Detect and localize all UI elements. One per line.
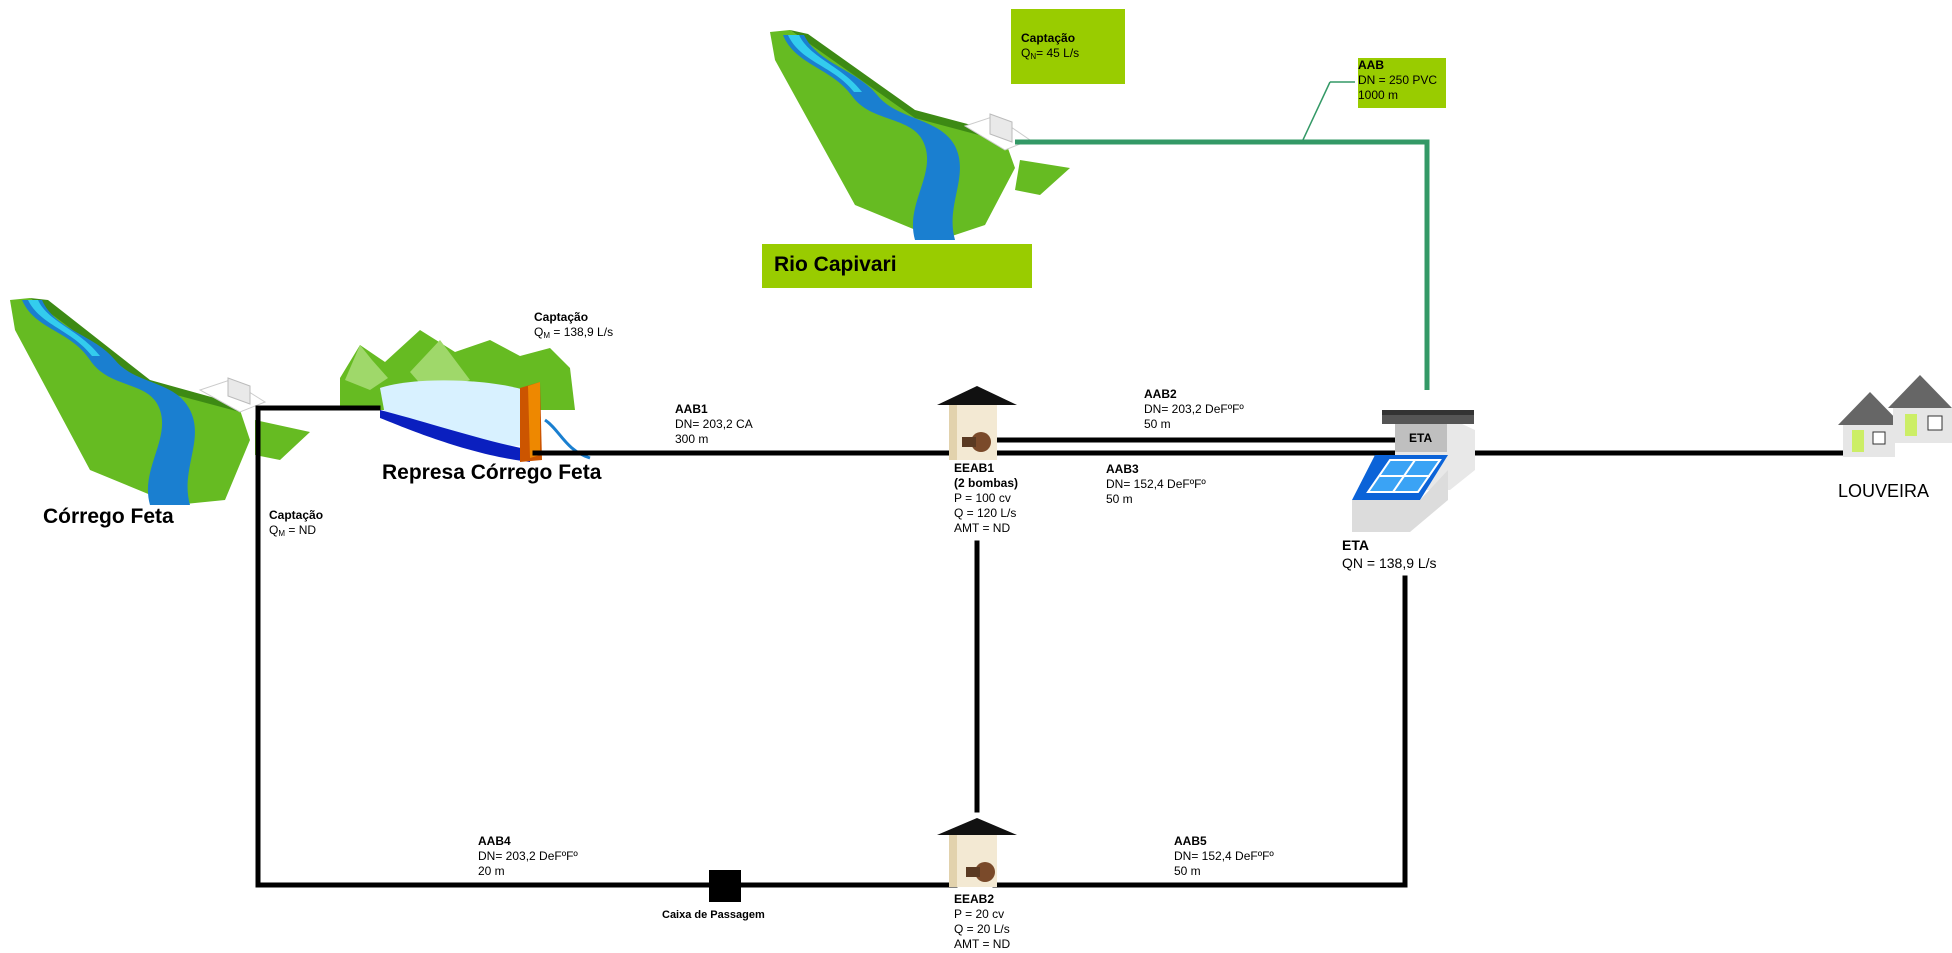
aab3-label: AAB3 DN= 152,4 DeFºFº 50 m xyxy=(1106,462,1206,507)
aab1-label: AAB1 DN= 203,2 CA 300 m xyxy=(675,402,753,447)
eeab2-name: EEAB2 xyxy=(954,892,995,906)
aab2-dn: DN= 203,2 DeFºFº xyxy=(1144,402,1244,416)
aab1-length: 300 m xyxy=(675,432,709,446)
eeab2-label: EEAB2 P = 20 cv Q = 20 L/s AMT = ND xyxy=(954,892,1010,952)
aab2-length: 50 m xyxy=(1144,417,1171,431)
eeab2-power: P = 20 cv xyxy=(954,907,1005,921)
captacao-feta-label: Captação QM = ND xyxy=(269,508,323,541)
aab5-dn: DN= 152,4 DeFºFº xyxy=(1174,849,1274,863)
captacao-feta-title: Captação xyxy=(269,508,324,522)
captacao-capivari-box xyxy=(1011,9,1125,84)
caixa-label: Caixa de Passagem xyxy=(662,909,765,921)
aab5-label: AAB5 DN= 152,4 DeFºFº 50 m xyxy=(1174,834,1274,879)
aab4-dn: DN= 203,2 DeFºFº xyxy=(478,849,578,863)
aab-length: 1000 m xyxy=(1358,88,1399,102)
captacao-represa-label: Captação QM = 138,9 L/s xyxy=(534,310,613,343)
aab-callout-line xyxy=(1301,81,1331,143)
captacao-capivari-label: Captação QN= 45 L/s xyxy=(1021,31,1079,64)
aab3-name: AAB3 xyxy=(1106,462,1139,476)
corrego-feta-river-illustration xyxy=(10,298,310,505)
eeab1-pump-station-icon xyxy=(937,386,1017,460)
aab5-pipe xyxy=(992,575,1408,888)
rio-capivari-box xyxy=(762,244,1032,288)
eta-label: ETA QN = 138,9 L/s xyxy=(1342,536,1437,572)
aab1-name: AAB1 xyxy=(675,402,708,416)
aab3-length: 50 m xyxy=(1106,492,1133,506)
captacao-feta-flow: QM = ND xyxy=(269,523,317,538)
aab5-name: AAB5 xyxy=(1174,834,1207,848)
aab-label: AAB DN = 250 PVC 1000 m xyxy=(1358,58,1437,103)
aab3-dn: DN= 152,4 DeFºFº xyxy=(1106,477,1206,491)
captacao-capivari-flow: QN= 45 L/s xyxy=(1021,46,1080,61)
captacao-represa-title: Captação xyxy=(534,310,589,324)
eta-name: ETA xyxy=(1342,537,1369,553)
caixa-de-passagem-box xyxy=(709,870,741,902)
aab-box xyxy=(1358,58,1446,108)
rio-capivari-river-illustration xyxy=(770,30,1070,240)
pipes xyxy=(255,405,1853,888)
eta-flow: QN = 138,9 L/s xyxy=(1342,555,1437,571)
aab-dn: DN = 250 PVC xyxy=(1358,73,1438,87)
aab4-name: AAB4 xyxy=(478,834,511,848)
eeab2-flow: Q = 20 L/s xyxy=(954,922,1010,936)
eeab1-flow: Q = 120 L/s xyxy=(954,506,1017,520)
aab-raw-water-pipe xyxy=(1015,139,1430,390)
captacao-represa-flow: QM = 138,9 L/s xyxy=(534,325,614,340)
captacao-capivari-title: Captação xyxy=(1021,31,1076,45)
louveira-houses-icon xyxy=(1838,375,1952,457)
eeab1-pumps: (2 bombas) xyxy=(954,476,1019,490)
aab5-length: 50 m xyxy=(1174,864,1201,878)
aab2-name: AAB2 xyxy=(1144,387,1177,401)
eeab2-pump-station-icon xyxy=(937,818,1017,887)
eta-sign: ETA xyxy=(1409,431,1433,445)
aab1-dn: DN= 203,2 CA xyxy=(675,417,753,431)
rio-capivari-label: Rio Capivari xyxy=(774,253,897,276)
eeab1-power: P = 100 cv xyxy=(954,491,1011,505)
corrego-feta-label: Córrego Feta xyxy=(43,505,174,528)
aab2-label: AAB2 DN= 203,2 DeFºFº 50 m xyxy=(1144,387,1244,432)
aab-name: AAB xyxy=(1358,58,1384,72)
eeab1-name: EEAB1 xyxy=(954,461,995,475)
represa-label: Represa Córrego Feta xyxy=(382,461,602,484)
represa-reservoir-illustration xyxy=(340,330,591,462)
eeab1-label: EEAB1 (2 bombas) P = 100 cv Q = 120 L/s … xyxy=(954,461,1018,536)
feta-intake-pipe xyxy=(255,405,381,888)
aab4-label: AAB4 DN= 203,2 DeFºFº 20 m xyxy=(478,834,578,879)
louveira-label: LOUVEIRA xyxy=(1838,481,1930,501)
eta-treatment-plant-icon xyxy=(1352,410,1475,532)
eeab2-amt: AMT = ND xyxy=(954,937,1011,951)
aab4-length: 20 m xyxy=(478,864,505,878)
eeab1-amt: AMT = ND xyxy=(954,521,1011,535)
